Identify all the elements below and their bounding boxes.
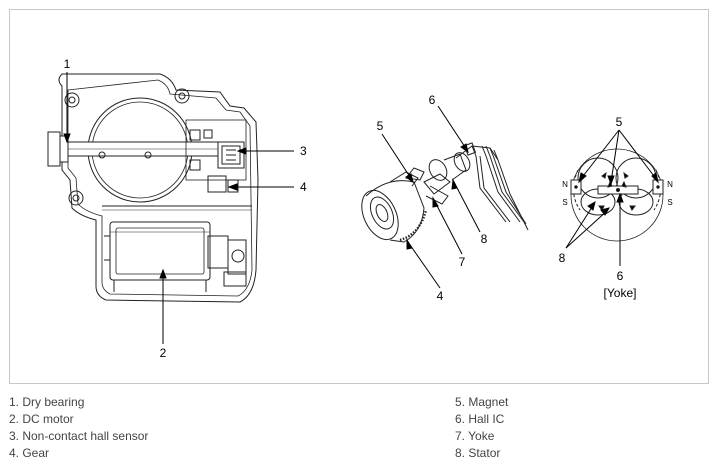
callout-3: 3 bbox=[300, 144, 307, 158]
callout-4-middle: 4 bbox=[437, 289, 444, 303]
pole-s-left: S bbox=[562, 198, 567, 207]
callout-8-middle: 8 bbox=[481, 232, 488, 246]
callout-4: 4 bbox=[300, 180, 307, 194]
legend-item-hall-sensor: 3. Non-contact hall sensor bbox=[9, 429, 149, 443]
legend-item-yoke: 7. Yoke bbox=[455, 429, 495, 443]
yoke-label: [Yoke] bbox=[604, 286, 637, 300]
callout-1: 1 bbox=[64, 57, 71, 71]
legend-item-hall-ic: 6. Hall IC bbox=[455, 412, 505, 426]
legend-item-dc-motor: 2. DC motor bbox=[9, 412, 74, 426]
callout-5-right: 5 bbox=[616, 115, 623, 129]
diagram-canvas: 1 3 4 2 6 5 8 7 4 5 8 6 [Yoke] N S N S bbox=[47, 57, 673, 360]
callout-5-middle: 5 bbox=[377, 119, 384, 133]
figure-frame: 1 3 4 2 6 5 8 7 4 5 8 6 [Yoke] N S N S bbox=[9, 9, 709, 384]
legend-item-magnet: 5. Magnet bbox=[455, 395, 509, 409]
throttle-body-drawing bbox=[47, 73, 259, 303]
legend-item-dry-bearing: 1. Dry bearing bbox=[9, 395, 85, 409]
callout-7-middle: 7 bbox=[459, 255, 466, 269]
legend-left-column: 1. Dry bearing 2. DC motor 3. Non-contac… bbox=[9, 394, 148, 462]
pole-s-right: S bbox=[667, 198, 672, 207]
callout-labels: 1 3 4 2 6 5 8 7 4 5 8 6 [Yoke] N S N S bbox=[64, 57, 673, 360]
callout-8-right: 8 bbox=[559, 251, 566, 265]
pole-n-left: N bbox=[562, 180, 568, 189]
magnetic-circuit-drawing bbox=[570, 148, 664, 242]
legend-right-column: 5. Magnet 6. Hall IC 7. Yoke 8. Stator bbox=[455, 394, 508, 462]
leader-lines bbox=[63, 72, 659, 344]
sensor-exploded-drawing bbox=[361, 142, 529, 243]
callout-6-middle: 6 bbox=[429, 93, 436, 107]
legend-item-stator: 8. Stator bbox=[455, 446, 501, 460]
legend-item-gear: 4. Gear bbox=[9, 446, 50, 460]
callout-2: 2 bbox=[160, 346, 167, 360]
pole-n-right: N bbox=[667, 180, 673, 189]
callout-6-right: 6 bbox=[617, 269, 624, 283]
